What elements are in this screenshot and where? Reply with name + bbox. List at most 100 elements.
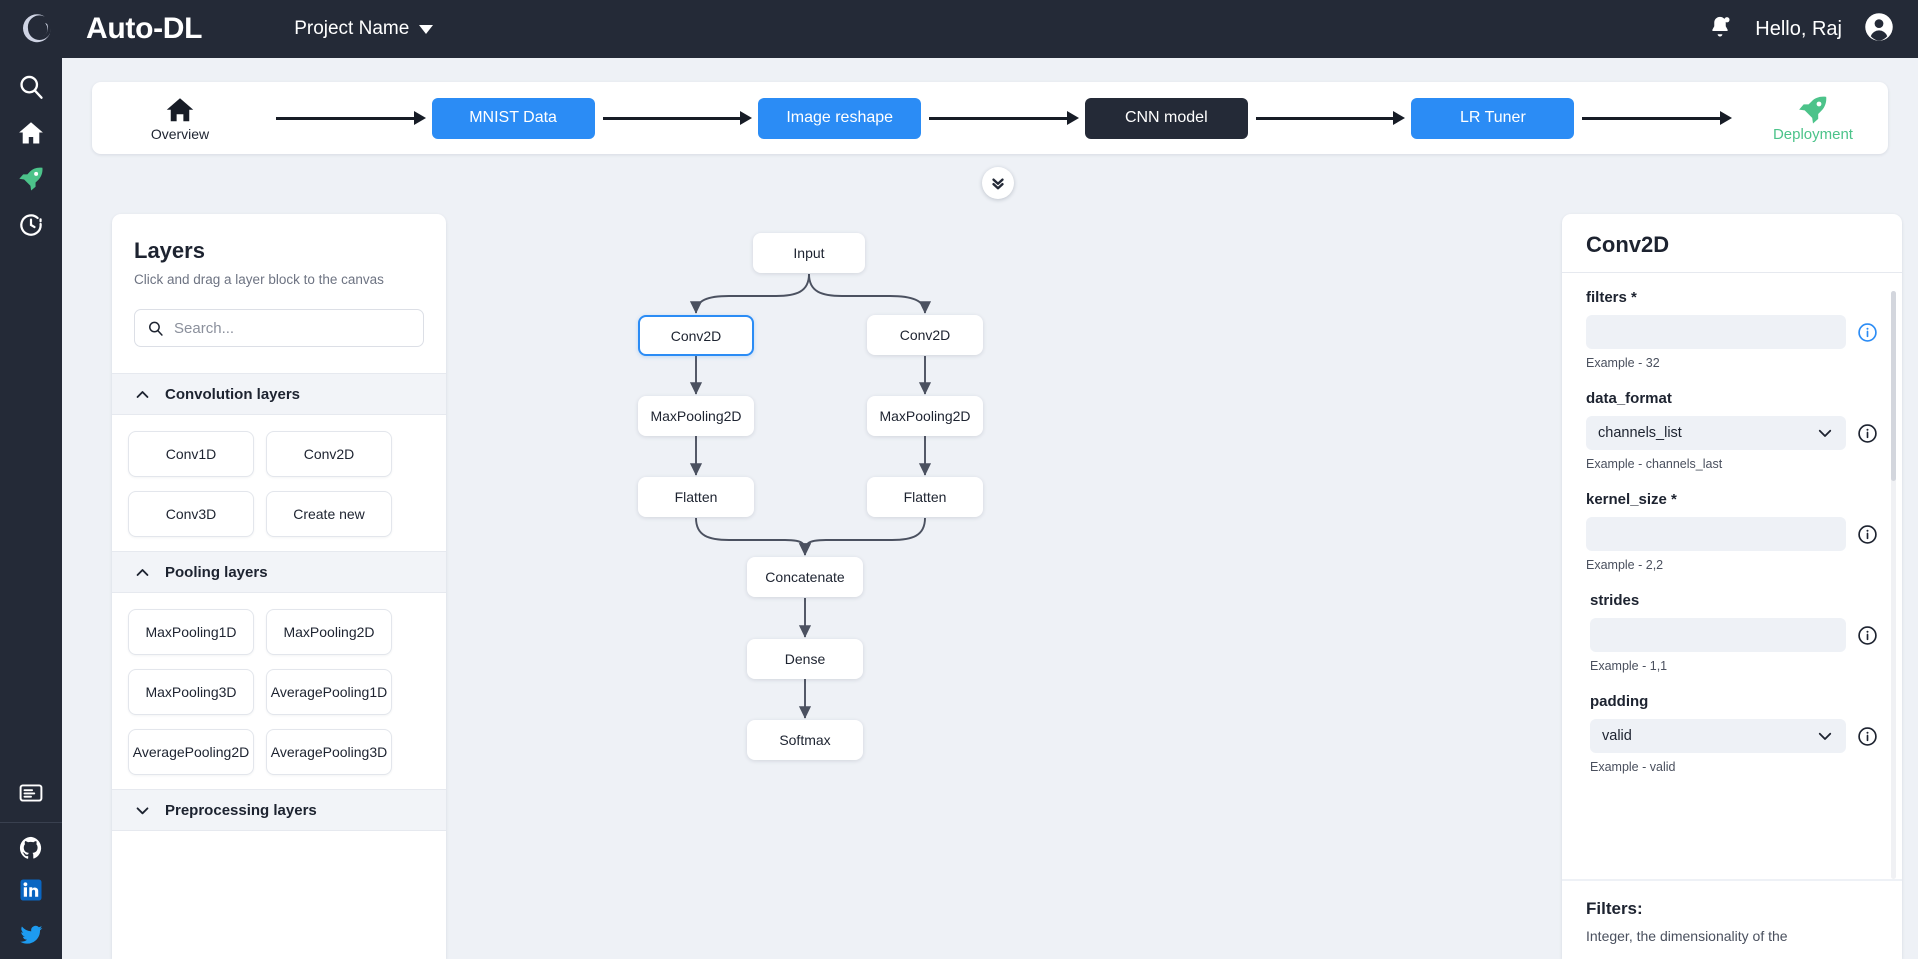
padding-value: valid <box>1602 728 1632 744</box>
info-circle-icon[interactable] <box>1857 524 1878 545</box>
properties-scrollbar-thumb[interactable] <box>1891 291 1896 481</box>
kernel-size-input[interactable] <box>1586 517 1846 551</box>
canvas-node-conv2d-right[interactable]: Conv2D <box>867 315 983 355</box>
padding-select[interactable]: valid <box>1590 719 1846 753</box>
layer-group-preprocessing-layers[interactable]: Preprocessing layers <box>112 789 446 831</box>
pipeline-strip: Overview MNIST Data Image reshape CNN mo… <box>62 58 1918 175</box>
canvas-node-flatten-left[interactable]: Flatten <box>638 477 754 517</box>
pipeline-deployment[interactable]: Deployment <box>1738 94 1888 143</box>
project-selector[interactable]: Project Name <box>294 18 434 40</box>
info-circle-icon[interactable] <box>1857 423 1878 444</box>
bell-icon <box>1712 16 1730 37</box>
user-avatar-icon <box>1865 12 1893 41</box>
property-hint-padding: Example - valid <box>1590 760 1676 774</box>
pipeline-bar: Overview MNIST Data Image reshape CNN mo… <box>92 82 1888 154</box>
header-actions: Hello, Raj <box>1707 12 1918 47</box>
layer-chip-create-new[interactable]: Create new <box>266 491 392 537</box>
layer-chip-conv2d[interactable]: Conv2D <box>266 431 392 477</box>
canvas-node-maxpooling2d-right[interactable]: MaxPooling2D <box>867 396 983 436</box>
properties-doc-heading: Filters: <box>1586 899 1643 918</box>
sidebar-item-feed[interactable] <box>0 770 62 816</box>
layer-group-label: Preprocessing layers <box>165 801 317 819</box>
canvas-node-maxpooling2d-left[interactable]: MaxPooling2D <box>638 396 754 436</box>
property-hint-kernel-size: Example - 2,2 <box>1586 558 1664 572</box>
layer-chip-maxpooling1d[interactable]: MaxPooling1D <box>128 609 254 655</box>
sidebar-item-home[interactable] <box>0 110 62 156</box>
layers-subtitle: Click and drag a layer block to the canv… <box>134 272 384 287</box>
layers-panel: Layers Click and drag a layer block to t… <box>112 214 446 959</box>
properties-scroll-area[interactable]: filters * Example - 32 data_format chann… <box>1562 273 1902 879</box>
pipeline-stage-mnist-data[interactable]: MNIST Data <box>431 97 595 139</box>
model-canvas[interactable]: Input Conv2D Conv2D MaxPooling2D MaxPool… <box>456 214 1552 959</box>
twitter-icon <box>20 925 43 944</box>
spiral-logo-icon <box>23 14 51 43</box>
search-input[interactable] <box>174 319 411 337</box>
properties-scrollbar[interactable] <box>1891 291 1896 879</box>
layer-group-convolution-body: Conv1D Conv2D Conv3D Create new <box>112 415 446 551</box>
canvas-node-input[interactable]: Input <box>753 233 865 273</box>
filters-input[interactable] <box>1586 315 1846 349</box>
chevron-down-icon <box>1818 732 1832 740</box>
layers-title: Layers <box>134 238 205 263</box>
user-avatar[interactable] <box>1864 12 1894 47</box>
property-field-data-format: data_format channels_list Example - chan… <box>1586 390 1878 471</box>
pipeline-overview-label: Overview <box>150 125 210 142</box>
info-circle-icon[interactable] <box>1857 625 1878 646</box>
layer-search[interactable] <box>134 309 424 347</box>
pipeline-arrow <box>595 109 759 127</box>
property-label-kernel-size: kernel_size * <box>1586 491 1677 508</box>
property-label-padding: padding <box>1590 693 1649 710</box>
pipeline-collapse-toggle[interactable] <box>982 167 1014 199</box>
layer-chip-maxpooling3d[interactable]: MaxPooling3D <box>128 669 254 715</box>
linkedin-icon <box>20 879 42 901</box>
sidebar-item-linkedin[interactable] <box>0 869 62 911</box>
layer-group-pooling-body: MaxPooling1D MaxPooling2D MaxPooling3D A… <box>112 593 446 789</box>
sidebar-item-twitter[interactable] <box>0 911 62 959</box>
data-format-select[interactable]: channels_list <box>1586 416 1846 450</box>
property-field-kernel-size: kernel_size * Example - 2,2 <box>1586 491 1878 572</box>
canvas-node-softmax[interactable]: Softmax <box>747 720 863 760</box>
pipeline-arrow <box>1574 109 1738 127</box>
canvas-node-flatten-right[interactable]: Flatten <box>867 477 983 517</box>
canvas-edges <box>689 273 932 719</box>
sidebar-item-github[interactable] <box>0 827 62 869</box>
sidebar-item-deploy[interactable] <box>0 156 62 202</box>
data-format-value: channels_list <box>1598 425 1682 441</box>
canvas-node-dense[interactable]: Dense <box>747 639 863 679</box>
pipeline-overview[interactable]: Overview <box>92 95 268 142</box>
chevron-up-icon <box>136 568 149 576</box>
pipeline-arrow <box>268 109 432 127</box>
chevron-down-icon <box>419 24 434 34</box>
pipeline-stage-cnn-model[interactable]: CNN model <box>1084 97 1248 139</box>
pipeline-stage-image-reshape[interactable]: Image reshape <box>758 97 922 139</box>
property-hint-data-format: Example - channels_last <box>1586 457 1723 471</box>
sidebar-item-history[interactable] <box>0 202 62 248</box>
info-circle-icon[interactable] <box>1857 726 1878 747</box>
pipeline-stage-lr-tuner[interactable]: LR Tuner <box>1411 97 1575 139</box>
property-hint-filters: Example - 32 <box>1586 356 1660 370</box>
layer-chip-conv3d[interactable]: Conv3D <box>128 491 254 537</box>
layer-group-label: Pooling layers <box>165 563 268 581</box>
canvas-node-conv2d-left[interactable]: Conv2D <box>638 315 754 356</box>
github-icon <box>19 836 42 859</box>
home-icon <box>19 122 43 144</box>
property-label-filters: filters * <box>1586 289 1637 306</box>
layer-group-convolution-layers[interactable]: Convolution layers <box>112 373 446 415</box>
left-nav-rail <box>0 58 62 959</box>
property-label-strides: strides <box>1590 592 1640 609</box>
layer-chip-averagepooling2d[interactable]: AveragePooling2D <box>128 729 254 775</box>
brand-logo[interactable] <box>0 0 76 58</box>
layer-group-pooling-layers[interactable]: Pooling layers <box>112 551 446 593</box>
notifications-button[interactable] <box>1707 14 1733 45</box>
layer-chip-maxpooling2d[interactable]: MaxPooling2D <box>266 609 392 655</box>
properties-doc: Filters: Integer, the dimensionality of … <box>1562 879 1902 946</box>
sidebar-item-search[interactable] <box>0 64 62 110</box>
layer-chip-conv1d[interactable]: Conv1D <box>128 431 254 477</box>
layer-chip-averagepooling1d[interactable]: AveragePooling1D <box>266 669 392 715</box>
strides-input[interactable] <box>1590 618 1846 652</box>
canvas-node-concatenate[interactable]: Concatenate <box>747 557 863 597</box>
layer-chip-averagepooling3d[interactable]: AveragePooling3D <box>266 729 392 775</box>
rocket-icon <box>1799 96 1827 123</box>
top-header: Auto-DL Project Name Hello, Raj <box>0 0 1918 58</box>
info-circle-icon[interactable] <box>1857 322 1878 343</box>
